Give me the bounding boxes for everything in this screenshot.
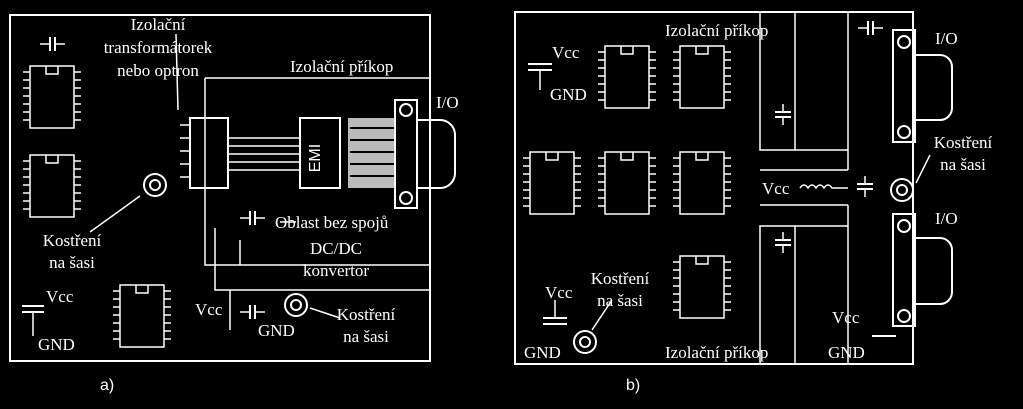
moat-cap-top	[774, 103, 792, 126]
gnd-left-a: GND	[38, 335, 75, 354]
panel-a: EMI Izolační tra	[9, 14, 459, 394]
vcc-cap-bottom-left-b	[543, 300, 567, 325]
gnd-top-label: GND	[550, 85, 587, 104]
isolation-moat-a	[204, 77, 430, 266]
vcc-cap-top-left-b	[528, 63, 552, 90]
chip-a2	[22, 154, 82, 218]
dcdc-cap	[239, 210, 266, 226]
vcc-bottom-left-label: Vcc	[545, 283, 573, 302]
io-connector-a	[394, 99, 418, 209]
vcc-bottom-right-label: Vcc	[832, 308, 860, 327]
chip-a1	[22, 65, 82, 129]
moat-bottom-label: Izolační příkop	[665, 343, 768, 362]
chip-b4	[597, 151, 657, 215]
io-top-label: I/O	[935, 29, 958, 48]
isolation-moat-b	[760, 169, 848, 206]
ground-mount-a1	[143, 173, 167, 197]
ground-mount-b-right	[890, 178, 914, 202]
caption-a: a)	[100, 377, 114, 394]
chip-a3	[112, 284, 172, 348]
grounding-label-a2-line2: na šasi	[343, 327, 389, 346]
dcdc-label-2: konvertor	[303, 261, 369, 280]
chip-b2	[672, 45, 732, 109]
emi-filter-label: EMI	[307, 144, 324, 172]
transformer-label-2: transformátorek	[104, 38, 213, 57]
grounding-right-line1: Kostření	[934, 133, 993, 152]
gnd-right-a: GND	[258, 321, 295, 340]
ground-mount-a2	[284, 293, 308, 317]
io-connector-b-bottom	[892, 213, 916, 327]
moat-top-label: Izolační příkop	[665, 21, 768, 40]
dcdc-label-1: DC/DC	[310, 239, 362, 258]
cap-top-left-a	[39, 36, 66, 52]
vcc-cap-right-a	[239, 304, 266, 320]
vcc-left-a: Vcc	[46, 287, 74, 306]
grounding-label-a1-line2: na šasi	[49, 253, 95, 272]
vcc-inductor	[799, 184, 848, 190]
gnd-bottom-right-label: GND	[828, 343, 865, 362]
chip-b1	[597, 45, 657, 109]
moat-cap-bottom	[774, 231, 792, 254]
moat-label-a: Izolační příkop	[290, 57, 393, 76]
chip-b3	[522, 151, 582, 215]
empty-area-label: Oblast bez spojů	[275, 213, 389, 232]
gnd-bottom-left-label: GND	[524, 343, 561, 362]
cap-top-right-b	[857, 20, 884, 36]
transformer-label-3: nebo optron	[117, 61, 199, 80]
grounding-right-line2: na šasi	[940, 155, 986, 174]
emi-filter	[299, 117, 341, 189]
vcc-right-a: Vcc	[195, 300, 223, 319]
vcc-center-label: Vcc	[762, 179, 790, 198]
chip-b6	[672, 255, 732, 319]
caption-b: b)	[626, 377, 640, 394]
grounding-left-line2: na šasi	[597, 291, 643, 310]
panel-b: Izolační příkop Izolační příkop I/O I/O …	[514, 11, 993, 394]
io-connector-b-top	[892, 29, 916, 143]
moat-cap-center	[856, 175, 874, 198]
ground-mount-b-left	[573, 330, 597, 354]
grounding-label-a2-line1: Kostření	[337, 305, 396, 324]
io-bottom-label: I/O	[935, 209, 958, 228]
grounding-label-a1-line1: Kostření	[43, 231, 102, 250]
io-label-a: I/O	[436, 93, 459, 112]
transformer-label-1: Izolační	[131, 15, 186, 34]
vcc-top-label: Vcc	[552, 43, 580, 62]
isolation-transformer	[189, 117, 229, 189]
vcc-cap-left-a	[22, 305, 44, 336]
chip-b5	[672, 151, 732, 215]
grounding-left-line1: Kostření	[591, 269, 650, 288]
